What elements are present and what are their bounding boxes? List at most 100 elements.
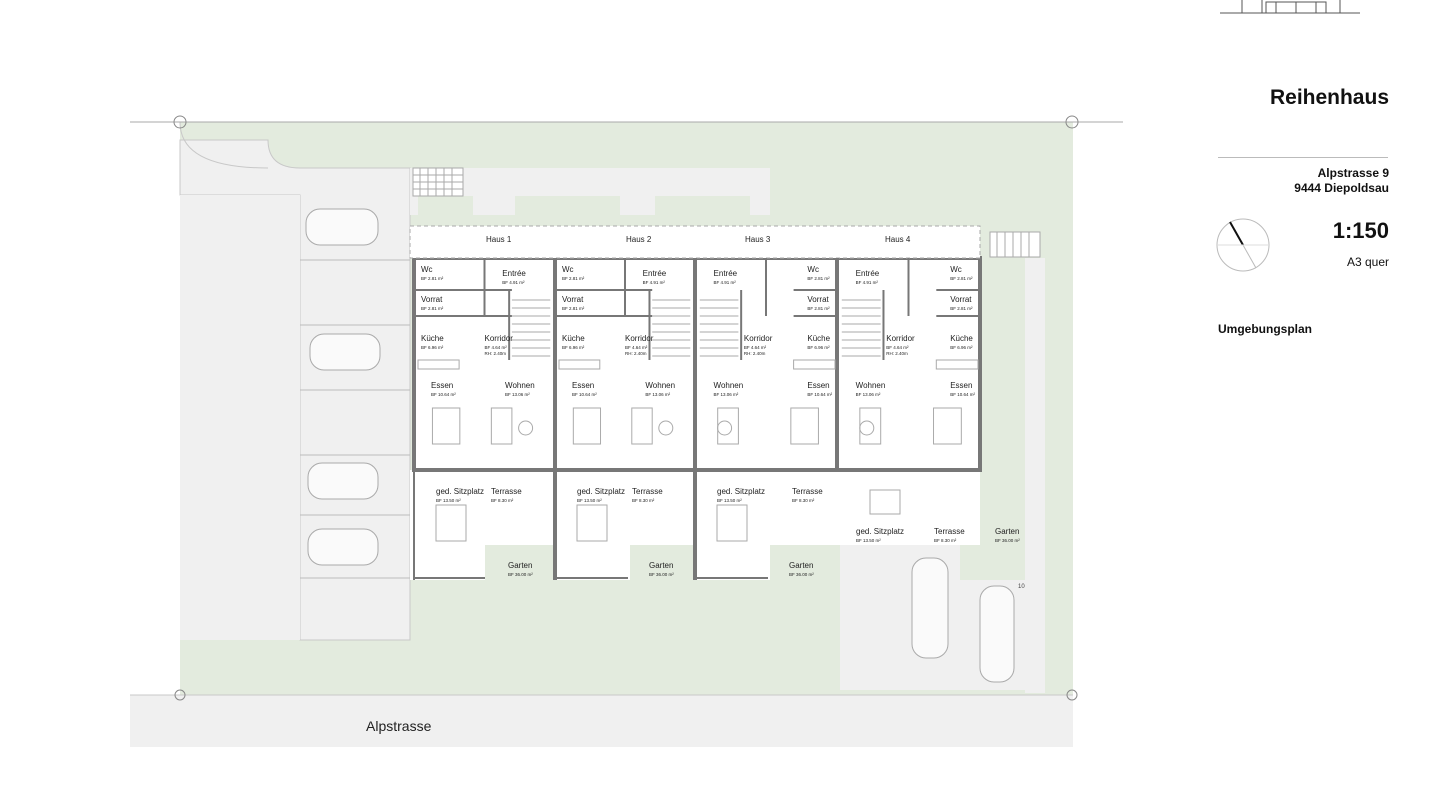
room-kueche-3: Küche: [807, 334, 830, 343]
room-vorrat-3: Vorrat: [807, 295, 829, 304]
room-wc-area-1: BF 2.81 m²: [421, 276, 444, 281]
address-street: Alpstrasse 9: [1317, 166, 1389, 180]
sofa-1: [490, 407, 513, 445]
room-korridor-3: Korridor: [744, 334, 773, 343]
house-label-3: Haus 3: [745, 235, 771, 244]
room-terrasse-4: Terrasse: [934, 527, 965, 536]
street: [130, 695, 1073, 747]
room-labels: Wc BF 2.81 m² Entrée BF 4.91 m² Vorrat BF 2.8…: [421, 265, 1020, 577]
hedge-2: [515, 196, 620, 215]
terrace-table-3: [716, 504, 748, 542]
room-kueche-1: Küche: [421, 334, 444, 343]
room-essen-3: Essen: [807, 381, 829, 390]
terrace-1-ext: [410, 545, 485, 580]
lawn-edge: [179, 121, 269, 169]
hedge-3: [655, 196, 750, 215]
party-walls: [553, 258, 839, 580]
room-garten-area-2: BF 36.00 m²: [649, 572, 674, 577]
roof-overhang: [409, 225, 981, 259]
east-path: [1025, 258, 1045, 693]
lawn-corner: [180, 640, 206, 690]
room-wc-area-2: BF 2.81 m²: [562, 276, 585, 281]
title-divider: [1218, 157, 1388, 158]
room-terrasse-area-3: BF 8.30 m²: [792, 498, 815, 503]
parking-stalls: [300, 259, 410, 579]
room-kueche-area-2: BF 6.96 m²: [562, 345, 585, 350]
house-label-1: Haus 1: [486, 235, 512, 244]
stairs-north: [412, 167, 464, 197]
room-korridor-area-2: BF 4.64 m²: [625, 345, 648, 350]
room-garten-3: Garten: [789, 561, 813, 570]
room-essen-1: Essen: [431, 381, 453, 390]
room-terrasse-2: Terrasse: [632, 487, 663, 496]
room-korridor-rh-4: RH: 2.40m: [886, 351, 908, 356]
furniture: [417, 299, 979, 542]
room-garten-4: Garten: [995, 527, 1019, 536]
house-label-2: Haus 2: [626, 235, 652, 244]
terrace-table-4: [869, 489, 901, 515]
room-kueche-4: Küche: [950, 334, 973, 343]
hedge-1: [418, 196, 473, 215]
room-wc-3: Wc: [807, 265, 819, 274]
room-sitzplatz-area-2: BF 13.50 m²: [577, 498, 602, 503]
north-arrow-icon: [1216, 218, 1270, 272]
kitchen-counter-4: [935, 359, 979, 370]
room-sitzplatz-area-4: BF 13.50 m²: [856, 538, 881, 543]
coffee-table-4: [859, 420, 875, 436]
coffee-table-1: [518, 420, 534, 436]
room-entree-area-1: BF 4.91 m²: [502, 280, 525, 285]
project-address: Alpstrasse 9 9444 Diepoldsau: [1294, 166, 1389, 196]
room-garten-2: Garten: [649, 561, 673, 570]
lawn-corner-east: [1040, 640, 1073, 690]
room-wohnen-2: Wohnen: [645, 381, 675, 390]
room-wohnen-area-1: BF 13.06 m²: [505, 392, 530, 397]
room-kueche-2: Küche: [562, 334, 585, 343]
room-wc-1: Wc: [421, 265, 433, 274]
room-sitzplatz-area-3: BF 13.50 m²: [717, 498, 742, 503]
kitchen-counter-1: [417, 359, 460, 370]
project-title: Reihenhaus: [1269, 86, 1389, 109]
address-city: 9444 Diepoldsau: [1294, 181, 1389, 195]
stairs-east: [989, 231, 1041, 258]
room-wc-area-4: BF 2.81 m²: [950, 276, 973, 281]
room-korridor-4: Korridor: [886, 334, 915, 343]
room-entree-2: Entrée: [643, 269, 667, 278]
room-sitzplatz-4: ged. Sitzplatz: [856, 527, 904, 536]
room-wc-4: Wc: [950, 265, 962, 274]
terrace-4: [840, 470, 980, 545]
interior-walls: [416, 258, 978, 360]
room-vorrat-area-1: BF 2.81 m²: [421, 306, 444, 311]
room-sitzplatz-area-1: BF 13.50 m²: [436, 498, 461, 503]
room-garten-area-4: BF 36.00 m²: [995, 538, 1020, 543]
room-wc-2: Wc: [562, 265, 574, 274]
room-wohnen-3: Wohnen: [714, 381, 744, 390]
room-entree-1: Entrée: [502, 269, 526, 278]
room-garten-area-3: BF 36.00 m²: [789, 572, 814, 577]
dining-table-3: [790, 407, 819, 445]
room-entree-area-3: BF 4.91 m²: [714, 280, 737, 285]
room-terrasse-area-1: BF 8.30 m²: [491, 498, 514, 503]
dining-table-2: [572, 407, 602, 445]
room-garten-1: Garten: [508, 561, 532, 570]
room-entree-area-2: BF 4.91 m²: [643, 280, 666, 285]
room-essen-2: Essen: [572, 381, 594, 390]
room-terrasse-3: Terrasse: [792, 487, 823, 496]
room-vorrat-area-4: BF 2.81 m²: [950, 306, 973, 311]
terrace-3-ext: [695, 545, 770, 580]
point-marker: 10: [1018, 584, 1025, 590]
dining-table-4: [933, 407, 962, 445]
room-korridor-area-4: BF 4.64 m²: [886, 345, 909, 350]
paper-format: A3 quer: [1346, 255, 1389, 269]
room-terrasse-area-4: BF 8.30 m²: [934, 538, 957, 543]
room-sitzplatz-1: ged. Sitzplatz: [436, 487, 484, 496]
room-kueche-area-1: BF 6.96 m²: [421, 345, 444, 350]
room-korridor-rh-2: RH: 2.40m: [625, 351, 647, 356]
room-wohnen-4: Wohnen: [856, 381, 886, 390]
room-essen-area-2: BF 10.64 m²: [572, 392, 597, 397]
room-korridor-2: Korridor: [625, 334, 654, 343]
room-wc-area-3: BF 2.81 m²: [807, 276, 830, 281]
room-korridor-rh-1: RH: 2.40m: [485, 351, 507, 356]
room-wohnen-area-2: BF 13.06 m²: [645, 392, 670, 397]
street-name: Alpstrasse: [366, 718, 432, 734]
